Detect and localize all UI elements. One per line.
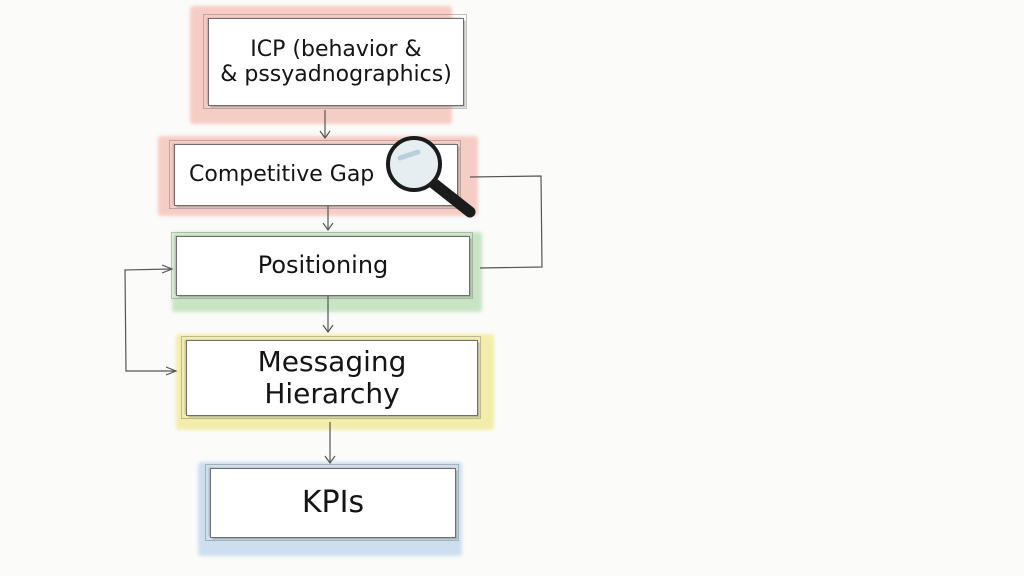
node-competitive-gap-label: Competitive Gap	[189, 162, 375, 188]
icp-label-line-1: ICP (behavior &	[250, 36, 422, 62]
node-messaging-hierarchy-label: Messaging Hierarchy	[257, 344, 407, 410]
magnifying-glass-icon	[386, 136, 476, 218]
node-kpis-label: KPIs	[301, 484, 365, 520]
icp-label-line-2: & pssyadnographics)	[220, 62, 452, 87]
node-icp-label: ICP (behavior & & pssyadnographics)	[220, 37, 452, 88]
node-positioning[interactable]: Positioning	[171, 232, 473, 299]
node-positioning-label: Positioning	[257, 251, 389, 280]
node-kpis[interactable]: KPIs	[205, 464, 459, 541]
node-icp[interactable]: ICP (behavior & & pssyadnographics)	[203, 14, 467, 109]
node-messaging-hierarchy[interactable]: Messaging Hierarchy	[181, 336, 481, 419]
